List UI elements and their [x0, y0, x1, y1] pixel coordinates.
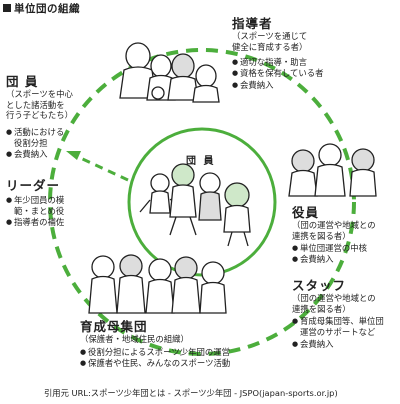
member-description: （スポーツを中心 とした諸活動を 行う子どもたち） — [6, 89, 73, 121]
page-title-text: 単位団の組織 — [14, 3, 80, 15]
parents-description: （保護者・地域住民の組織） — [80, 334, 189, 344]
officer-title: 役員 — [292, 205, 320, 220]
officer-group-illustration — [288, 143, 377, 197]
list-item: 育成母集団等、単位団 — [292, 316, 398, 327]
leader-title: リーダー — [6, 178, 61, 193]
staff-items: 育成母集団等、単位団 運営のサポートなど 会費納入 — [292, 316, 398, 350]
parents-block: 育成母集団 （保護者・地域住民の組織） 役割分担によるスポーツ少年団の運営 保護… — [80, 319, 290, 369]
list-item-continued: 役割分担 — [14, 137, 48, 148]
coach-items: 適切な指導・助言 資格を保有している者 会費納入 — [232, 57, 392, 91]
officer-items: 単位団運営の中核 会費納入 — [292, 243, 396, 266]
list-item-continued: 運営のサポートなど — [300, 327, 376, 338]
list-item: 会費納入 — [292, 254, 396, 265]
coach-group-illustration — [119, 42, 220, 103]
member-block: 団 員 （スポーツを中心 とした諸活動を 行う子どもたち） 活動における 役割分… — [6, 74, 92, 161]
list-item: 会費納入 — [232, 80, 392, 91]
coach-title: 指導者 — [232, 16, 273, 31]
list-item: 単位団運営の中核 — [292, 243, 396, 254]
officer-description: （団の運営や地域との 連携を図る者） — [292, 220, 376, 241]
leader-block: リーダー 年少団員の模 範・まとめ役 指導者の補佐 — [6, 178, 90, 229]
coach-block: 指導者 （スポーツを通じて 健全に育成する者） 適切な指導・助言 資格を保有して… — [232, 16, 392, 91]
list-item: 資格を保有している者 — [232, 68, 392, 79]
list-item-continued: 範・まとめ役 — [14, 206, 65, 217]
parents-title: 育成母集団 — [80, 319, 148, 334]
list-item: 役割分担によるスポーツ少年団の運営 — [80, 347, 290, 358]
officer-block: 役員 （団の運営や地域との 連携を図る者） 単位団運営の中核 会費納入 — [292, 205, 396, 266]
member-items: 活動における 役割分担 会費納入 — [6, 127, 92, 161]
list-item: 会費納入 — [292, 339, 398, 350]
page-title: 単位団の組織 — [3, 1, 80, 16]
staff-title: スタッフ — [292, 278, 347, 293]
list-item: 年少団員の模 — [6, 195, 90, 206]
center-label: 団 員 — [186, 156, 216, 167]
list-item: 会費納入 — [6, 149, 92, 160]
list-item: 適切な指導・助言 — [232, 57, 392, 68]
coach-description: （スポーツを通じて 健全に育成する者） — [232, 31, 308, 52]
list-item: 活動における — [6, 127, 92, 138]
leader-items: 年少団員の模 範・まとめ役 指導者の補佐 — [6, 195, 90, 229]
source-caption: 引用元 URL:スポーツ少年団とは - スポーツ少年団 - JSPO(japan… — [44, 388, 338, 398]
list-item: 指導者の補佐 — [6, 217, 90, 228]
parents-items: 役割分担によるスポーツ少年団の運営 保護者や住民、みんなのスポーツ活動 — [80, 347, 290, 370]
outer-ring — [48, 48, 356, 356]
square-bullet-icon — [3, 4, 11, 12]
children-illustration — [139, 163, 251, 247]
staff-block: スタッフ （団の運営や地域との 連携を図る者） 育成母集団等、単位団 運営のサポ… — [292, 278, 398, 350]
parents-group-illustration — [88, 254, 227, 314]
staff-description: （団の運営や地域との 連携を図る者） — [292, 293, 376, 314]
list-item: 保護者や住民、みんなのスポーツ活動 — [80, 358, 290, 369]
member-title: 団 員 — [6, 74, 39, 89]
